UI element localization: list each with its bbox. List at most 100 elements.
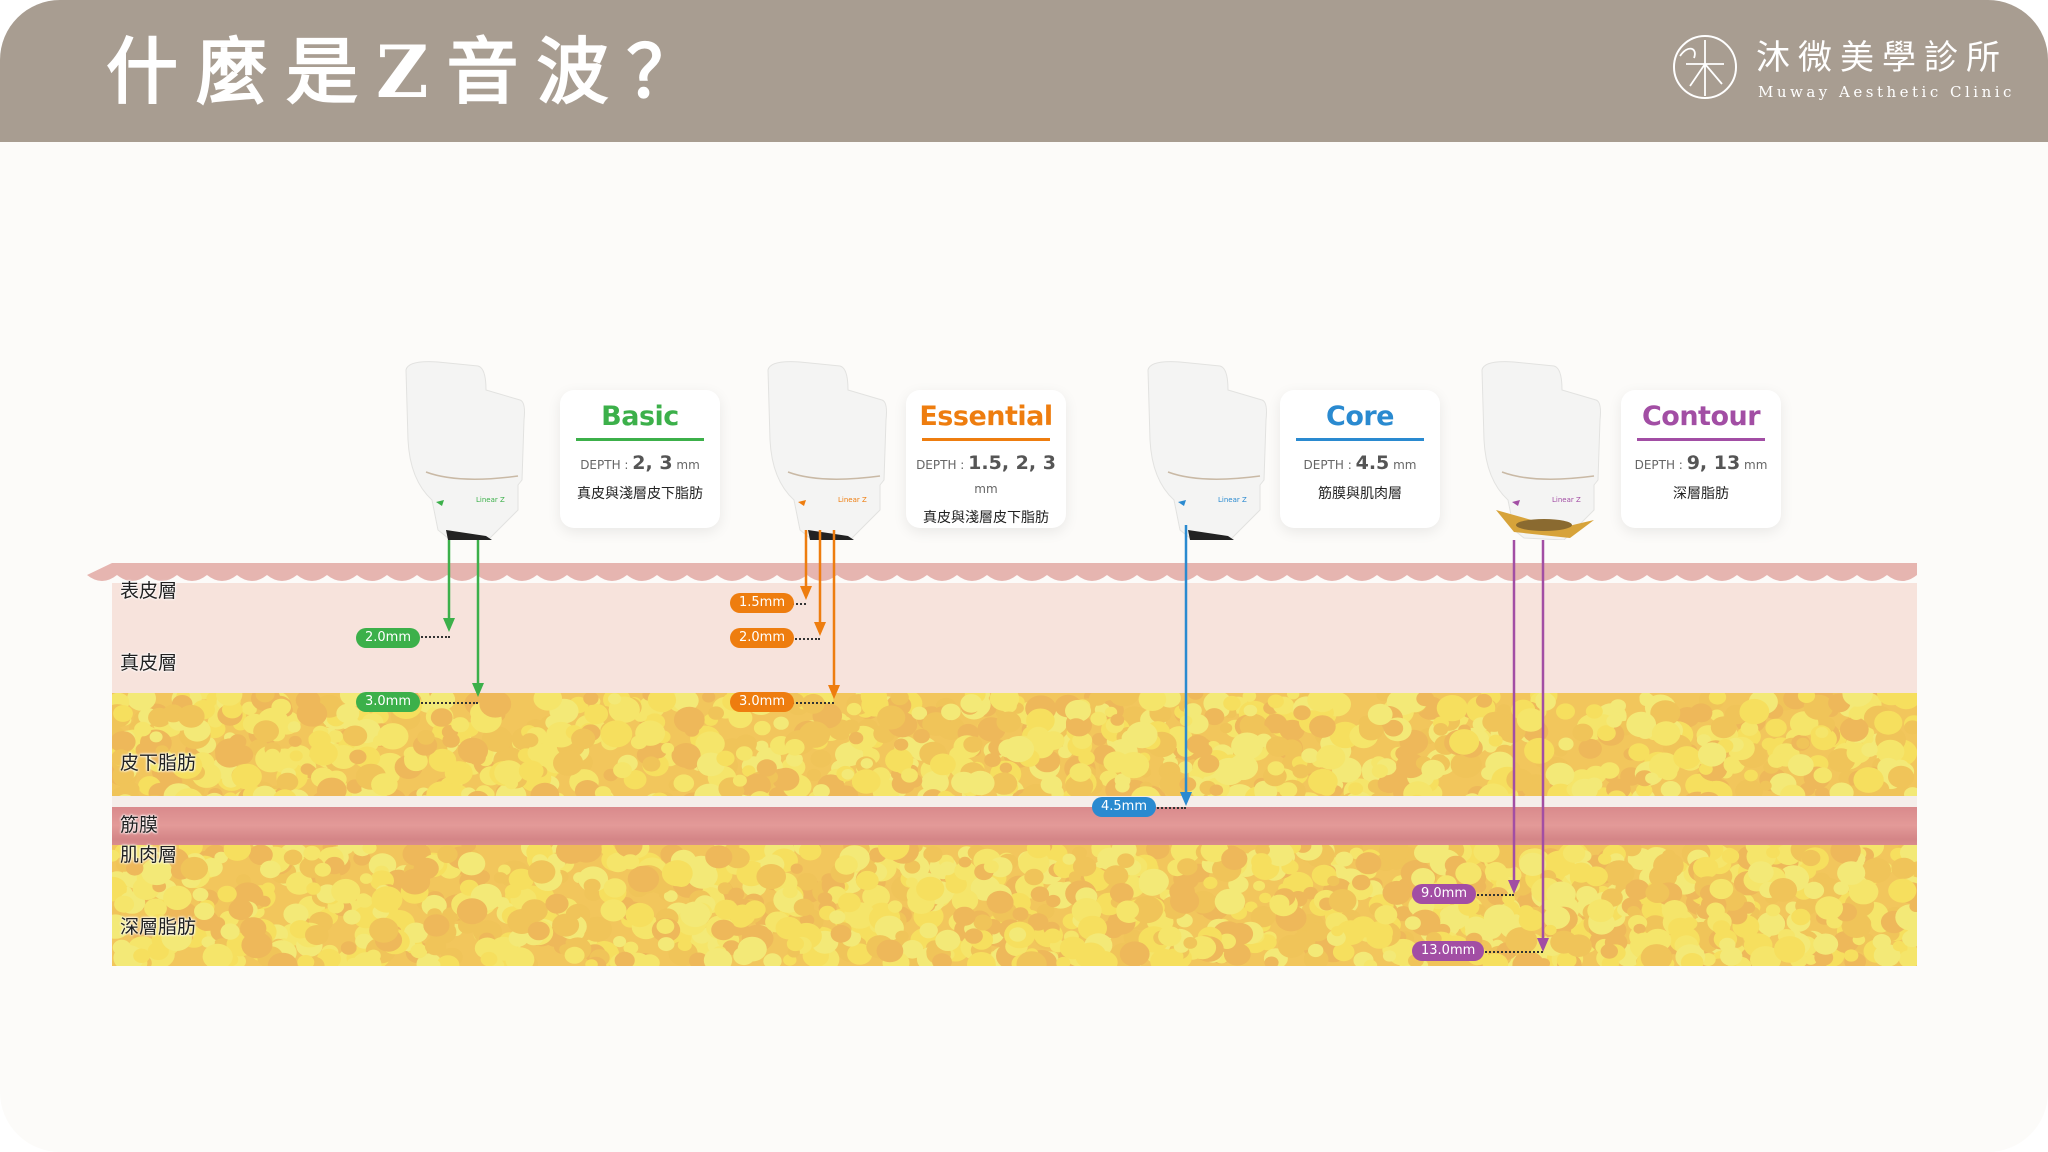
fat-cell	[112, 914, 130, 939]
fat-cell	[1316, 745, 1346, 770]
fat-cell	[1767, 752, 1786, 768]
fat-cell	[773, 716, 789, 730]
fat-cell	[621, 854, 640, 870]
depth-marker-essential-2mm: 2.0mm	[730, 628, 795, 648]
fat-cell	[1571, 778, 1598, 802]
fat-cell	[1003, 736, 1035, 763]
depth-value: 1.5, 2, 3	[968, 452, 1056, 474]
layer-label-subcutaneous-fat: 皮下脂肪	[120, 752, 197, 774]
fat-cell	[855, 870, 879, 891]
fat-cell	[1377, 774, 1401, 794]
fat-cell	[642, 756, 661, 772]
fat-cell	[1502, 893, 1515, 905]
fat-cell	[753, 720, 771, 736]
fat-cell	[1366, 926, 1393, 949]
fat-cell	[1556, 703, 1575, 720]
fat-cell	[615, 845, 643, 858]
fat-cell	[141, 858, 173, 886]
target-layer: 真皮與淺層皮下脂肪	[577, 486, 703, 502]
fat-cell	[647, 693, 677, 713]
fat-cell	[922, 712, 951, 736]
card-divider	[576, 438, 704, 441]
fat-cell	[1475, 693, 1493, 708]
fat-cell	[743, 773, 771, 798]
fat-cell	[366, 949, 381, 962]
cartridge-card-contour: Contour DEPTH : 9, 13 mm 深層脂肪	[1621, 390, 1781, 528]
fat-cell	[732, 774, 747, 787]
fat-cell	[1888, 765, 1914, 788]
fat-cell	[1506, 768, 1533, 792]
contour-transducer-icon: Linear Z	[1481, 361, 1601, 540]
fat-cell	[112, 731, 136, 753]
fat-cell	[663, 890, 678, 902]
fat-cell	[220, 923, 240, 940]
fat-cell	[359, 873, 373, 884]
target-layer: 深層脂肪	[1673, 486, 1729, 502]
fat-cell	[1044, 928, 1062, 944]
fat-cell	[113, 705, 133, 722]
fat-cell	[257, 895, 271, 907]
fat-cell	[1103, 865, 1129, 887]
fat-cell	[834, 855, 858, 875]
fat-cell	[1740, 721, 1759, 736]
fat-cell	[1279, 719, 1305, 741]
depth-marker-essential-3mm: 3.0mm	[730, 692, 795, 712]
fat-cell	[1639, 693, 1655, 707]
fat-cell	[635, 720, 666, 746]
fat-cell	[1473, 845, 1500, 863]
fat-cell	[1203, 876, 1218, 889]
fat-cell	[1482, 953, 1509, 966]
layer-label-muscle: 肌肉層	[120, 844, 178, 866]
fat-cell	[144, 898, 167, 918]
fat-cell	[1071, 846, 1087, 860]
fat-cell	[1416, 693, 1435, 707]
fat-cell	[1223, 695, 1241, 711]
depth-marker-basic-2mm: 2.0mm	[356, 628, 421, 648]
fat-cell	[656, 918, 675, 934]
fat-cell	[114, 895, 135, 913]
fat-cell	[895, 930, 909, 942]
fat-cell	[1091, 732, 1107, 746]
fat-cell	[283, 849, 303, 866]
fat-cell	[613, 936, 627, 948]
fat-cell	[904, 860, 921, 874]
fat-cell	[708, 706, 724, 720]
fat-cell	[155, 745, 169, 757]
fat-cell	[967, 952, 996, 966]
depth-marker-basic-3mm: 3.0mm	[356, 692, 421, 712]
fat-cell	[457, 737, 489, 764]
fat-cell	[901, 768, 918, 783]
fat-cell	[837, 892, 861, 913]
fat-cell	[127, 693, 156, 711]
fat-cell	[1308, 768, 1338, 795]
fat-cell	[744, 900, 766, 919]
fat-cell	[1259, 892, 1272, 904]
fat-cell	[1488, 734, 1503, 747]
depth-marker-core-4.5mm: 4.5mm	[1092, 797, 1157, 817]
fat-cell	[689, 952, 709, 966]
fat-cell	[1089, 693, 1107, 706]
fat-cell	[960, 694, 983, 713]
fat-cell	[1110, 714, 1125, 726]
fat-cell	[457, 852, 486, 876]
fat-cell	[583, 878, 601, 894]
fat-cell	[951, 889, 979, 912]
fat-cell	[1797, 693, 1816, 703]
fat-cell	[342, 725, 368, 747]
fat-cell	[954, 861, 977, 881]
depth-marker-contour-9mm: 9.0mm	[1412, 884, 1477, 904]
fat-cell	[930, 753, 956, 776]
fat-cell	[1787, 754, 1814, 777]
fat-cell	[1028, 913, 1049, 931]
fat-cell	[1307, 693, 1337, 713]
fat-cell	[149, 731, 163, 743]
fat-cell	[983, 860, 999, 874]
fat-cell	[1204, 708, 1225, 726]
fat-cell	[905, 877, 918, 888]
fat-cell	[1090, 711, 1107, 726]
fat-cell	[1309, 715, 1336, 738]
fat-cell	[673, 774, 695, 792]
fat-cell	[1750, 946, 1782, 966]
fat-cell	[1562, 845, 1586, 863]
